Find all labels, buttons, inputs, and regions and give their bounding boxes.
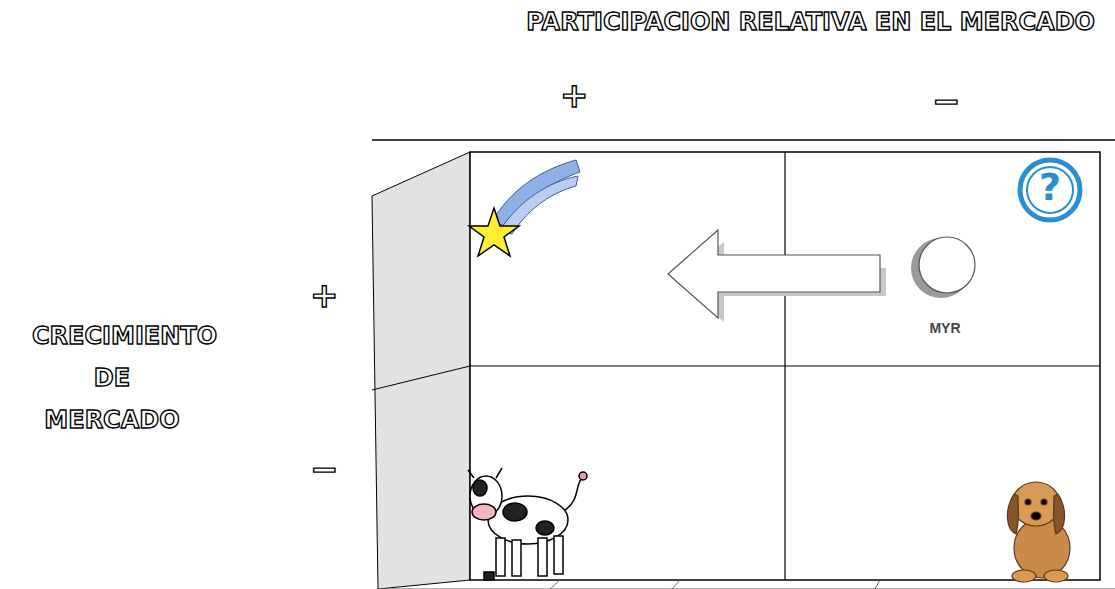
matrix-back xyxy=(470,152,1100,580)
star-icon xyxy=(469,160,580,256)
axis-label: PARTICIPACION RELATIVA EN EL MERCADO xyxy=(526,10,1095,34)
side-wall xyxy=(372,152,470,589)
dog-icon xyxy=(1007,482,1070,582)
product-circle: MYR xyxy=(905,236,985,336)
icon-glyph: ? xyxy=(1039,168,1061,206)
block-arrow xyxy=(668,230,886,322)
product-label: MYR xyxy=(905,320,985,336)
axis-label: CRECIMIENTO DE MERCADO xyxy=(32,315,192,441)
axis-label: − xyxy=(932,84,961,118)
top-rule xyxy=(372,139,1115,141)
side-divider xyxy=(372,366,470,390)
axis-label: + xyxy=(310,278,339,312)
axis-label: − xyxy=(310,452,339,486)
axis-label: + xyxy=(560,78,589,112)
cow-icon xyxy=(468,468,587,580)
horizontal-divider xyxy=(470,365,1100,366)
question-icon xyxy=(1020,160,1080,220)
floor-lines xyxy=(378,580,1115,589)
